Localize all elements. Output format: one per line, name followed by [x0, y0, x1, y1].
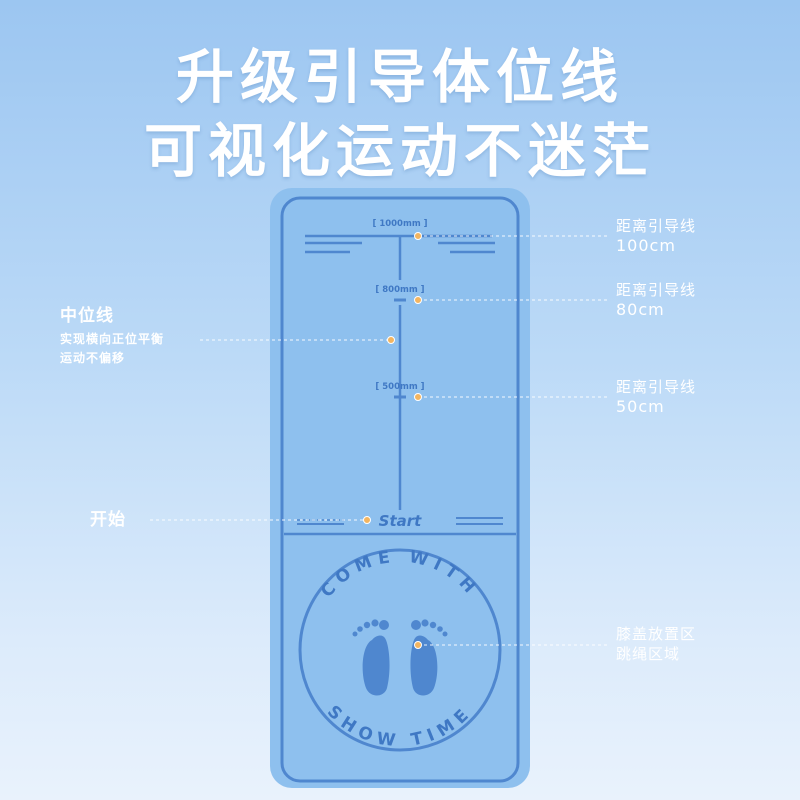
- annotation-guide-50-title: 距离引导线: [616, 378, 697, 396]
- annotation-guide-80-value: 80cm: [616, 300, 665, 319]
- annotation-knee-line-2: 跳绳区域: [616, 645, 681, 663]
- annotation-guide-80: 距离引导线 80cm: [616, 280, 696, 320]
- annotation-knee: 膝盖放置区 跳绳区域: [616, 624, 696, 664]
- annotation-start-title: 开始: [90, 510, 126, 530]
- annotation-midline-line-2: 运动不偏移: [60, 351, 126, 365]
- headline-line-1: 升级引导体位线: [175, 43, 624, 111]
- dot-50: [414, 393, 422, 401]
- annotation-midline: 中位线 实现横向正位平衡 运动不偏移: [60, 306, 164, 368]
- annotation-midline-title: 中位线: [60, 306, 114, 326]
- annotation-start: 开始: [90, 510, 126, 530]
- annotation-guide-80-title: 距离引导线: [616, 281, 697, 299]
- mark-500: [ 500mm ]: [375, 382, 424, 392]
- annotation-midline-line-1: 实现横向正位平衡: [60, 332, 165, 346]
- annotation-guide-100-title: 距离引导线: [616, 217, 697, 235]
- right-footprint-icon: [410, 619, 448, 696]
- dot-80: [414, 296, 422, 304]
- knee-zone-circle: [298, 548, 502, 752]
- annotation-guide-100-value: 100cm: [616, 236, 676, 255]
- dot-start: [363, 516, 371, 524]
- left-footprint-icon: [352, 619, 390, 696]
- dot-midline: [387, 336, 395, 344]
- annotation-guide-100: 距离引导线 100cm: [616, 216, 696, 256]
- dot-100: [414, 232, 422, 240]
- start-label: Start: [379, 512, 422, 530]
- annotation-knee-line-1: 膝盖放置区: [616, 625, 697, 643]
- annotation-guide-50-value: 50cm: [616, 397, 665, 416]
- mat-border: [280, 196, 520, 783]
- mark-1000: [ 1000mm ]: [372, 219, 427, 229]
- annotation-guide-50: 距离引导线 50cm: [616, 377, 696, 417]
- dot-knee: [414, 641, 422, 649]
- mark-800: [ 800mm ]: [375, 285, 424, 295]
- headline-line-2: 可视化运动不迷茫: [143, 117, 656, 185]
